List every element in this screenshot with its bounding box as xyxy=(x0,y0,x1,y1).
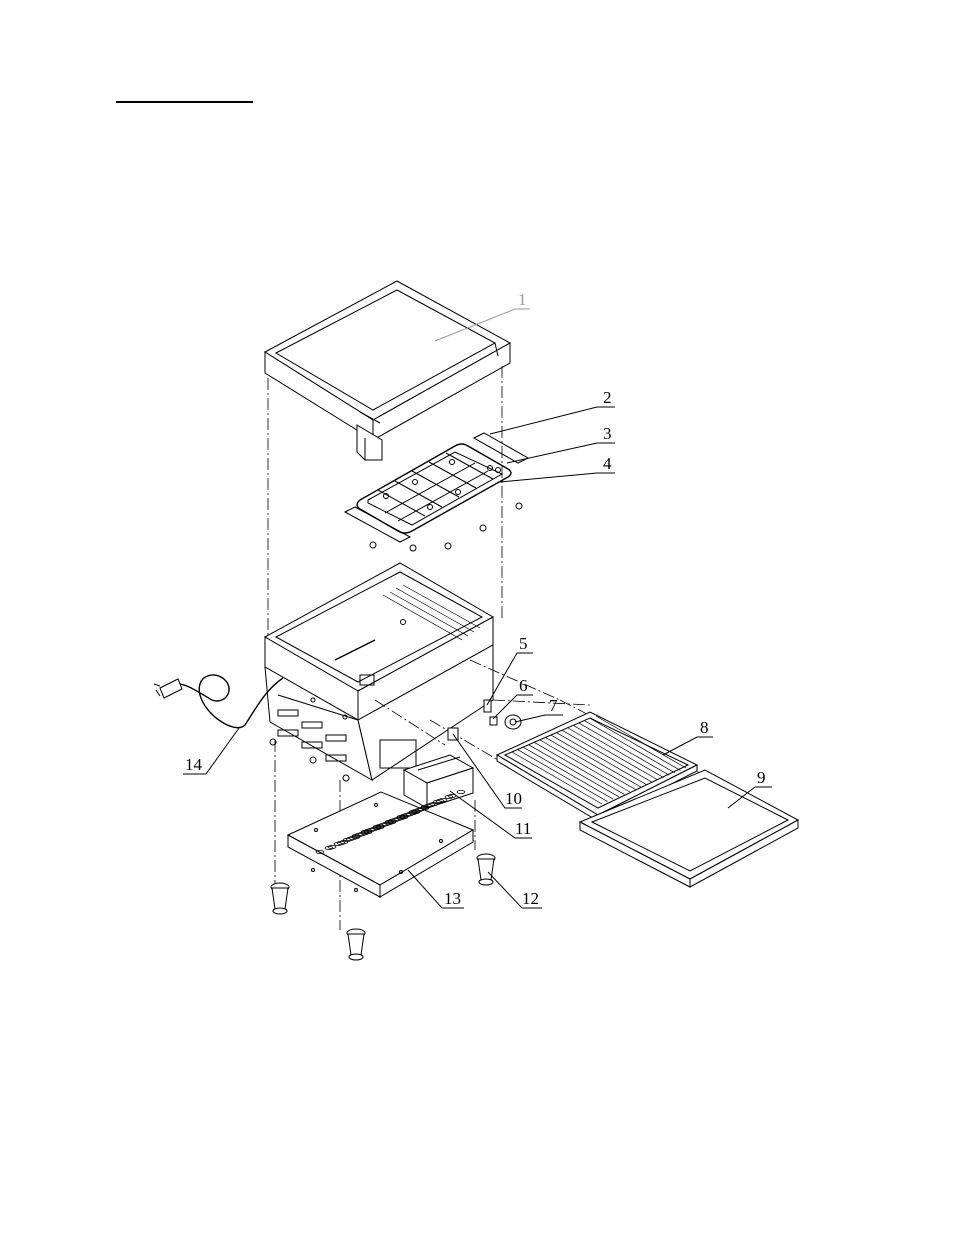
callout-10: 10 xyxy=(505,789,522,808)
callout-6: 6 xyxy=(519,676,528,695)
callout-5: 5 xyxy=(519,634,528,653)
callout-1: 1 xyxy=(518,290,527,309)
callout-9: 9 xyxy=(757,768,766,787)
callout-3: 3 xyxy=(603,424,612,443)
power-cord xyxy=(154,675,283,728)
callout-4: 4 xyxy=(603,454,612,473)
main-body-housing xyxy=(265,563,493,781)
griddle-top-plate xyxy=(265,281,510,460)
callout-2: 2 xyxy=(603,388,612,407)
bottom-plate xyxy=(288,790,473,897)
callout-14: 14 xyxy=(185,755,203,774)
callout-12: 12 xyxy=(522,889,539,908)
callout-8: 8 xyxy=(700,718,709,737)
callout-13: 13 xyxy=(444,889,461,908)
callout-7: 7 xyxy=(549,696,558,715)
callout-11: 11 xyxy=(515,819,531,838)
